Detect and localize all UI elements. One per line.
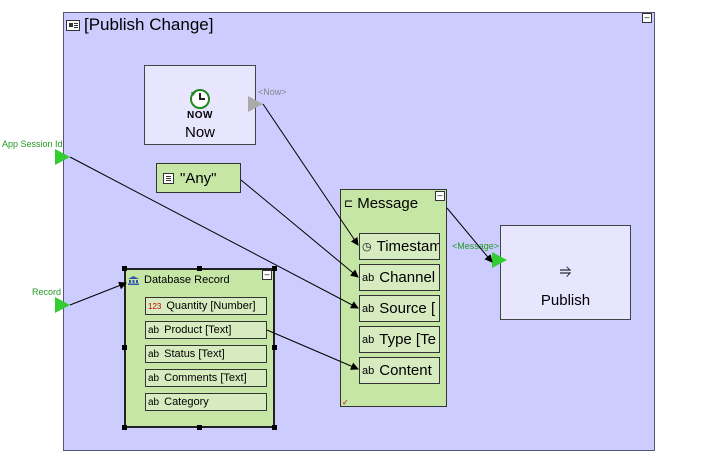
resize-handle[interactable] — [197, 266, 202, 271]
message-icon: ⊏ — [344, 197, 354, 210]
resize-handle[interactable] — [272, 425, 277, 430]
literal-icon — [163, 172, 174, 184]
message-title: Message — [357, 194, 419, 212]
text-icon: ab — [148, 324, 160, 336]
now-badge: NOW — [187, 110, 213, 121]
publish-input-port-label: <Message> — [452, 241, 500, 251]
resize-handle[interactable] — [122, 425, 127, 430]
clock-icon: ◷ — [362, 241, 372, 253]
message-minimize-button[interactable]: – — [435, 191, 445, 201]
resize-handle[interactable] — [272, 345, 277, 350]
resize-handle[interactable] — [272, 266, 277, 271]
number-icon: 123 — [148, 301, 162, 311]
text-icon: ab — [362, 271, 375, 284]
text-icon: ab — [148, 348, 160, 360]
message-header: ⊏ Message — [344, 193, 418, 213]
record-field-comments[interactable]: ab Comments [Text] — [145, 369, 267, 387]
message-field-label: Type [Te — [379, 331, 436, 348]
publish-input-port[interactable] — [492, 252, 507, 268]
session-input-label: App Session Id — [2, 139, 63, 149]
record-field-label: Category — [164, 396, 209, 408]
message-field-channel[interactable]: ab Channel — [359, 264, 440, 291]
flow-icon — [66, 19, 80, 31]
canvas-title-text: [Publish Change] — [84, 15, 214, 34]
publish-node-label: Publish — [540, 292, 591, 309]
database-record-minimize-button[interactable]: – — [262, 270, 272, 280]
message-field-label: Content — [379, 362, 432, 379]
message-field-type[interactable]: ab Type [Te — [359, 326, 440, 353]
wire-record-to-database[interactable] — [69, 281, 127, 306]
wire-message-to-publish[interactable] — [446, 207, 493, 263]
record-field-label: Quantity [Number] — [166, 300, 256, 312]
clock-arrow-icon — [190, 89, 210, 109]
message-field-label: Source [ — [379, 300, 436, 317]
record-field-product[interactable]: ab Product [Text] — [145, 321, 267, 339]
resize-handle[interactable] — [197, 425, 202, 430]
session-input-port[interactable] — [55, 149, 70, 165]
record-input-port[interactable] — [55, 297, 70, 313]
text-icon: ab — [362, 302, 375, 315]
resize-handle[interactable] — [122, 345, 127, 350]
database-record-header: Database Record — [127, 272, 230, 288]
any-literal-node[interactable]: "Any" — [156, 163, 241, 193]
record-field-quantity[interactable]: 123 Quantity [Number] — [145, 297, 267, 315]
text-icon: ab — [148, 372, 160, 384]
publish-arrows-icon: ⥤ — [559, 262, 572, 279]
canvas-title: [Publish Change] — [66, 14, 213, 36]
message-field-timestamp[interactable]: ◷ Timestamp — [359, 233, 440, 260]
message-field-content[interactable]: ab Content — [359, 357, 440, 384]
message-field-source[interactable]: ab Source [ — [359, 295, 440, 322]
now-output-port[interactable] — [248, 96, 263, 112]
text-icon: ab — [362, 333, 375, 346]
record-field-category[interactable]: ab Category — [145, 393, 267, 411]
wire-any-to-channel[interactable] — [240, 179, 359, 278]
database-icon — [128, 276, 139, 285]
record-input-label: Record — [32, 287, 62, 297]
wire-product-to-content[interactable] — [266, 329, 359, 370]
record-field-label: Status [Text] — [164, 348, 225, 360]
record-field-label: Comments [Text] — [164, 372, 247, 384]
now-node-label: Now — [184, 124, 215, 141]
message-field-label: Timestamp — [376, 238, 439, 255]
text-icon: ab — [148, 396, 160, 408]
database-record-title: Database Record — [144, 274, 230, 286]
publish-node[interactable] — [500, 225, 631, 320]
message-corner-mark: ✓ — [342, 398, 349, 407]
record-field-status[interactable]: ab Status [Text] — [145, 345, 267, 363]
any-literal-value: "Any" — [180, 169, 217, 187]
text-icon: ab — [362, 364, 375, 377]
wire-now-to-timestamp[interactable] — [262, 103, 359, 246]
message-field-label: Channel — [379, 269, 436, 286]
now-output-port-label: <Now> — [258, 87, 287, 97]
wire-session-to-source[interactable] — [69, 156, 359, 309]
canvas-minimize-button[interactable]: – — [642, 13, 652, 23]
record-field-label: Product [Text] — [164, 324, 232, 336]
resize-handle[interactable] — [122, 266, 127, 271]
